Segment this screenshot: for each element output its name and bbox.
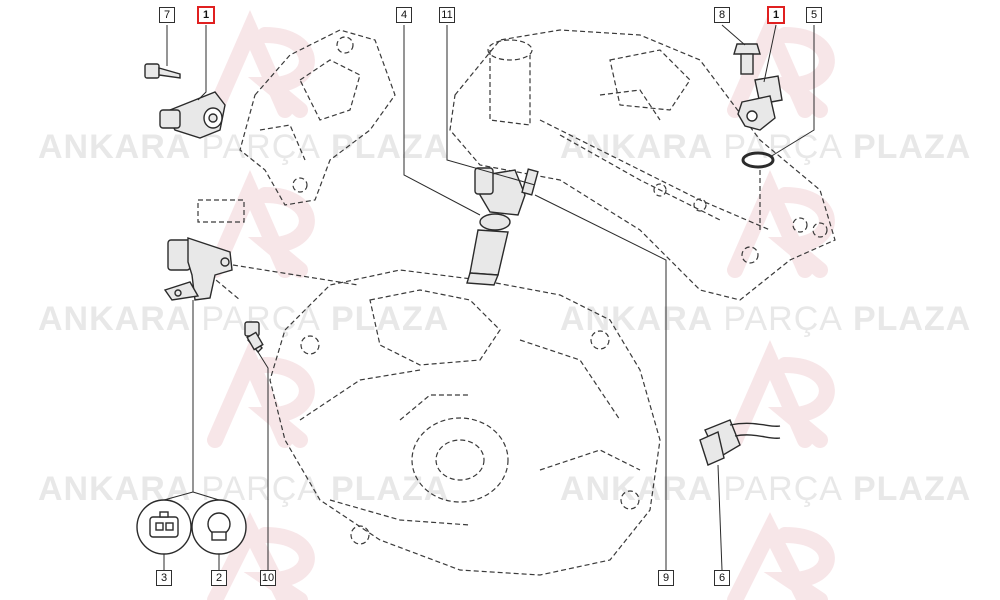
watermark-logo-icon	[727, 170, 835, 278]
mounting-link-line	[232, 264, 359, 286]
callout-4: 4	[396, 7, 412, 23]
watermark-logo-icon	[727, 512, 835, 600]
mounting-link-line	[209, 274, 241, 301]
gearbox-housing-outline	[269, 269, 661, 576]
leader-line-4	[403, 25, 481, 216]
leader-line-2-branch	[192, 491, 220, 501]
callout-7: 7	[159, 7, 175, 23]
watermark-logo-icon	[727, 340, 835, 448]
callout-8: 8	[714, 7, 730, 23]
connector-face-2-icon	[191, 499, 247, 555]
watermark-logo-icon	[727, 10, 835, 118]
leader-line-11	[446, 25, 536, 186]
bolt-8-part	[733, 43, 761, 75]
leader-line-10	[257, 351, 269, 570]
sensor-1-upper-right-part	[737, 75, 783, 131]
callout-2: 2	[211, 570, 227, 586]
connector-6-part	[699, 419, 781, 466]
connector-face-3-icon	[136, 499, 192, 555]
callout-1-right: 1	[767, 6, 785, 24]
sensor-left-middle-part	[163, 237, 233, 301]
reference-box	[197, 199, 245, 223]
sensor-4-center-part	[466, 167, 539, 286]
cylinder-head-outline	[449, 29, 836, 301]
o-ring-5-part	[741, 151, 775, 169]
watermark-logo-icon	[207, 340, 315, 448]
leader-line-8	[721, 24, 746, 46]
callout-6: 6	[714, 570, 730, 586]
callout-5: 5	[806, 7, 822, 23]
leader-line-6	[717, 464, 723, 571]
callout-11: 11	[439, 7, 455, 23]
callout-10: 10	[260, 570, 276, 586]
leader-line-1	[197, 25, 207, 101]
leader-line-3	[163, 300, 194, 501]
bolt-7-part	[144, 63, 181, 79]
callout-9: 9	[658, 570, 674, 586]
leader-line-9	[534, 194, 667, 570]
watermark-logo-icon	[207, 170, 315, 278]
bolt-10-part	[244, 321, 264, 354]
leader-line-5	[769, 25, 815, 158]
bracket-housing-outline	[239, 29, 396, 206]
leader-line-1-right	[763, 24, 777, 83]
sensor-1-upper-left-part	[159, 91, 226, 139]
watermark-logo-icon	[207, 10, 315, 118]
callout-1-left: 1	[197, 6, 215, 24]
callout-3: 3	[156, 570, 172, 586]
